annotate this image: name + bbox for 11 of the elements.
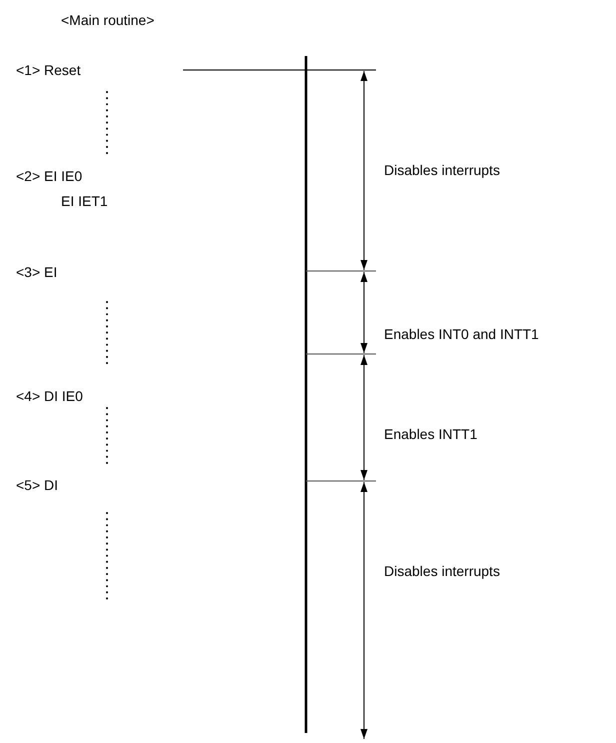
instruction-label: <1> Reset xyxy=(16,62,81,79)
instruction-label: <2> EI IE0 xyxy=(16,168,82,185)
interval-label: Enables INT0 and INTT1 xyxy=(384,326,539,343)
interval-label: Enables INTT1 xyxy=(384,426,478,443)
interval-label: Disables interrupts xyxy=(384,162,500,179)
instruction-label: EI IET1 xyxy=(61,193,108,210)
title: <Main routine> xyxy=(61,12,154,29)
instruction-label: <3> EI xyxy=(16,264,58,281)
interval-label: Disables interrupts xyxy=(384,563,500,580)
instruction-label: <5> DI xyxy=(16,477,58,494)
instruction-label: <4> DI IE0 xyxy=(16,388,83,405)
